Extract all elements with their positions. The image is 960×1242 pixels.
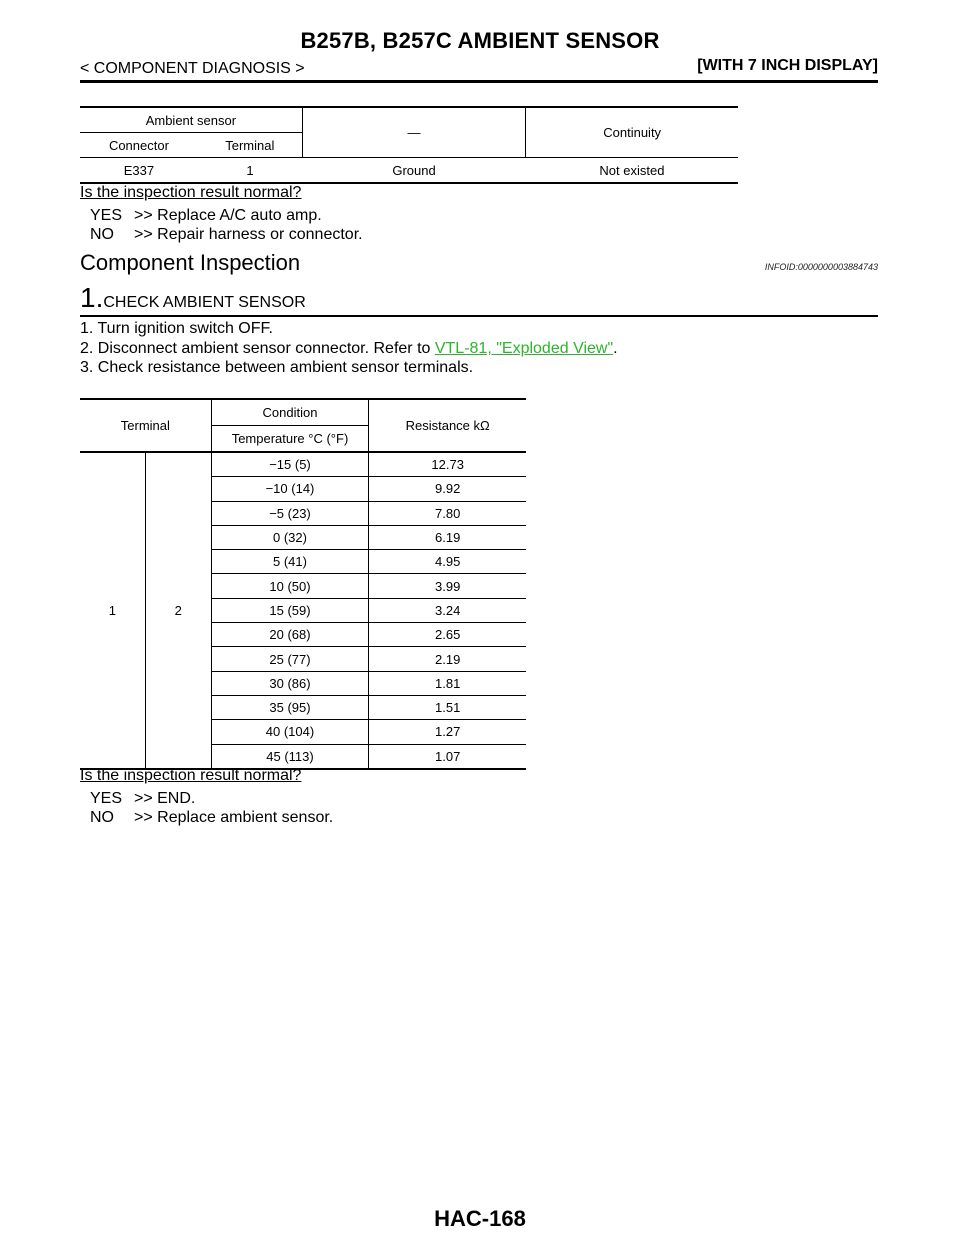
resistance-cell: 1.51 [368,695,526,721]
temperature-cell: 45 (113) [211,744,370,770]
resistance-table: Terminal Condition Resistance kΩ Tempera… [80,398,526,770]
terminal-header: Terminal [80,398,212,453]
terminal-header: Terminal [197,132,303,158]
resistance-cell: 3.24 [368,598,526,624]
inspection-question: Is the inspection result normal? [80,184,302,201]
table-row: 20 (68)2.65 [80,622,526,648]
temperature-cell: −10 (14) [211,476,370,502]
temperature-header: Temperature °C (°F) [211,425,370,453]
instruction-suffix: . [613,340,618,357]
page-number: HAC-168 [434,1206,526,1231]
temperature-cell: −5 (23) [211,501,370,526]
instruction-item: 2. Disconnect ambient sensor connector. … [80,340,618,358]
resistance-cell: 9.92 [368,476,526,502]
connector-header: Connector [80,132,198,158]
instruction-item: 3. Check resistance between ambient sens… [80,359,474,376]
answer-yes-key: YES [90,790,123,807]
step-divider [80,315,878,317]
table-row: 40 (104)1.27 [80,719,526,745]
resistance-cell: 6.19 [368,525,526,551]
table-row: 0 (32)6.19 [80,525,526,551]
table-row: −5 (23)7.80 [80,501,526,526]
table-row: 45 (113)1.07 [80,744,526,770]
ambient-sensor-header: Ambient sensor [80,106,303,133]
terminal-a-cell: 1 [80,452,146,770]
answer-yes-text: >> Replace A/C auto amp. [134,207,322,224]
terminal-cell: 1 [197,157,303,184]
resistance-cell: 12.73 [368,452,526,478]
answer-no-text: >> Replace ambient sensor. [134,809,334,826]
header-divider [80,80,878,83]
condition-header: Condition [211,398,370,426]
ground-cell: Ground [302,157,526,184]
connector-cell: E337 [80,157,198,184]
table-row: 30 (86)1.81 [80,671,526,696]
temperature-cell: 35 (95) [211,695,370,721]
breadcrumb: < COMPONENT DIAGNOSIS > [80,60,305,77]
table-row: 35 (95)1.51 [80,695,526,721]
resistance-cell: 1.07 [368,744,526,770]
table-row: 10 (50)3.99 [80,573,526,599]
answer-no-text: >> Repair harness or connector. [134,226,363,243]
temperature-cell: 10 (50) [211,573,370,599]
section-title: Component Inspection [80,250,301,275]
inspection-question: Is the inspection result normal? [80,767,302,784]
step-number: 1. [80,282,104,313]
resistance-cell: 3.99 [368,573,526,599]
temperature-cell: 20 (68) [211,622,370,648]
table-row: 25 (77)2.19 [80,646,526,672]
answer-no: NO >> Replace ambient sensor. [90,809,333,827]
resistance-cell: 1.81 [368,671,526,696]
step-heading: 1.CHECK AMBIENT SENSOR [80,282,306,314]
answer-yes-text: >> END. [134,790,196,807]
answer-no-key: NO [90,226,114,243]
resistance-cell: 2.65 [368,622,526,648]
resistance-cell: 2.19 [368,646,526,672]
info-id: INFOID:0000000003884743 [764,262,878,272]
table-row: 15 (59)3.24 [80,598,526,624]
resistance-header: Resistance kΩ [368,398,526,453]
temperature-cell: 40 (104) [211,719,370,745]
instruction-text: 2. Disconnect ambient sensor connector. … [80,340,435,357]
answer-yes: YES >> Replace A/C auto amp. [90,207,322,225]
instruction-item: 1. Turn ignition switch OFF. [80,320,273,337]
temperature-cell: 0 (32) [211,525,370,551]
temperature-cell: 30 (86) [211,671,370,696]
table-row: 5 (41)4.95 [80,549,526,575]
exploded-view-link[interactable]: VTL-81, "Exploded View" [434,340,614,357]
continuity-cell: Not existed [525,157,738,184]
table-row: −10 (14)9.92 [80,476,526,502]
display-variant-tag: [WITH 7 INCH DISPLAY] [697,57,878,74]
continuity-header: Continuity [525,106,738,158]
page-title: B257B, B257C AMBIENT SENSOR [300,28,660,53]
answer-no: NO >> Repair harness or connector. [90,226,363,244]
answer-no-key: NO [90,809,114,826]
answer-yes: YES >> END. [90,790,195,808]
temperature-cell: −15 (5) [211,452,370,478]
dash-header: — [302,106,527,158]
temperature-cell: 15 (59) [211,598,370,624]
answer-yes-key: YES [90,207,123,224]
resistance-cell: 7.80 [368,501,526,526]
temperature-cell: 5 (41) [211,549,370,575]
resistance-cell: 1.27 [368,719,526,745]
continuity-table: Ambient sensor — Continuity Connector Te… [80,106,738,184]
terminal-b-cell: 2 [145,452,212,770]
resistance-cell: 4.95 [368,549,526,575]
temperature-cell: 25 (77) [211,646,370,672]
step-title: CHECK AMBIENT SENSOR [103,294,306,311]
